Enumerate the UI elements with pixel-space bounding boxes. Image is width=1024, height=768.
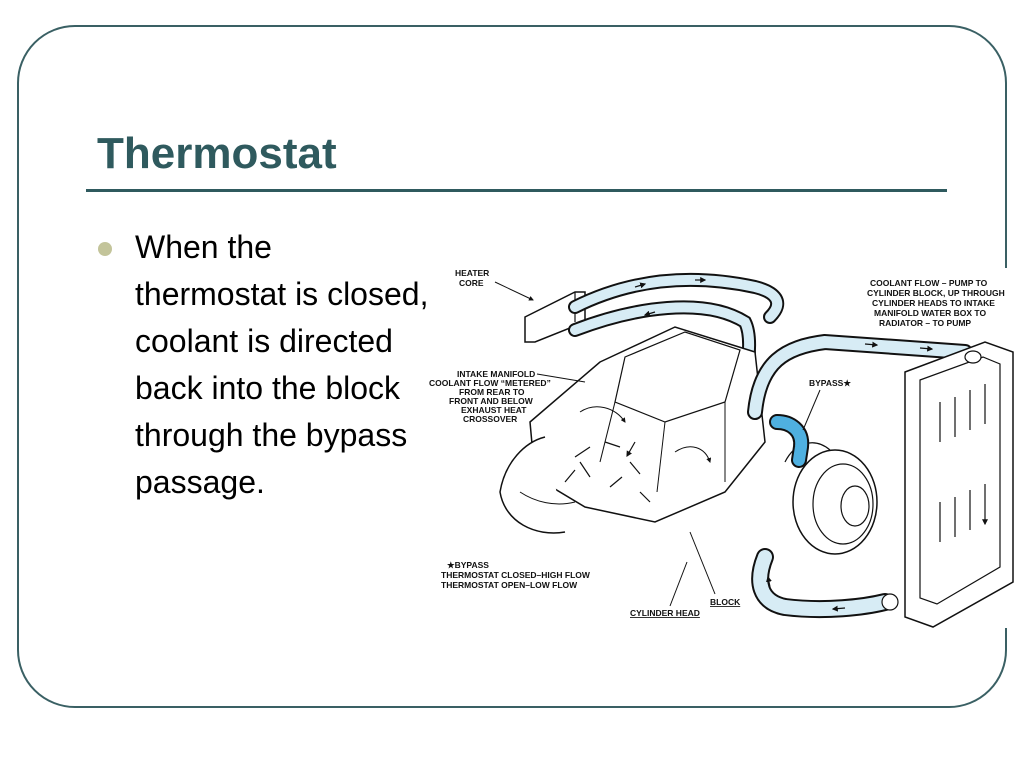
lower-radiator-hose [751, 548, 894, 619]
label-bypass-note: ★BYPASS THERMOSTAT CLOSED–HIGH FLOW THER… [441, 560, 591, 590]
title-underline [86, 189, 947, 192]
svg-text:★BYPASS: ★BYPASS [447, 560, 489, 570]
engine-cooling-diagram: HEATER CORE COOLANT FLOW – PUMP TO CYLIN… [429, 268, 1014, 628]
heater-hose-upper [568, 273, 785, 324]
label-heater-core: HEATER CORE [455, 268, 534, 301]
upper-radiator-hose [747, 333, 973, 420]
label-bypass: BYPASS★ [802, 378, 852, 431]
bypass-hose [769, 414, 810, 468]
svg-text:MANIFOLD WATER BOX TO: MANIFOLD WATER BOX TO [874, 308, 986, 318]
water-pump-pulley [784, 442, 878, 555]
svg-text:EXHAUST HEAT: EXHAUST HEAT [461, 405, 527, 415]
bullet-text: When the thermostat is closed, coolant i… [135, 229, 429, 500]
svg-text:FRONT AND BELOW: FRONT AND BELOW [449, 396, 534, 406]
label-coolant-flow: COOLANT FLOW – PUMP TO CYLINDER BLOCK, U… [867, 278, 1005, 328]
svg-text:CORE: CORE [459, 278, 484, 288]
svg-text:BYPASS★: BYPASS★ [809, 378, 852, 388]
svg-text:FROM REAR TO: FROM REAR TO [459, 387, 525, 397]
label-cylinder-head: CYLINDER HEAD [630, 561, 700, 618]
svg-text:THERMOSTAT OPEN–LOW FLOW: THERMOSTAT OPEN–LOW FLOW [441, 580, 578, 590]
svg-text:RADIATOR – TO PUMP: RADIATOR – TO PUMP [879, 318, 971, 328]
slide-title: Thermostat [97, 129, 337, 178]
engine-block [499, 326, 766, 534]
bullet-dot-icon [98, 242, 112, 256]
label-block: BLOCK [689, 531, 741, 607]
svg-text:THERMOSTAT CLOSED–HIGH FLOW: THERMOSTAT CLOSED–HIGH FLOW [441, 570, 591, 580]
svg-text:CYLINDER BLOCK, UP THROUGH: CYLINDER BLOCK, UP THROUGH [867, 288, 1005, 298]
svg-text:CYLINDER HEADS TO INTAKE: CYLINDER HEADS TO INTAKE [872, 298, 995, 308]
svg-text:CROSSOVER: CROSSOVER [463, 414, 517, 424]
svg-text:INTAKE MANIFOLD: INTAKE MANIFOLD [457, 369, 535, 379]
radiator [881, 341, 1014, 628]
label-intake-manifold: INTAKE MANIFOLD COOLANT FLOW “METERED” F… [429, 369, 586, 424]
svg-text:HEATER: HEATER [455, 268, 489, 278]
svg-text:COOLANT FLOW – PUMP TO: COOLANT FLOW – PUMP TO [870, 278, 988, 288]
svg-text:BLOCK: BLOCK [710, 597, 741, 607]
svg-text:COOLANT FLOW “METERED”: COOLANT FLOW “METERED” [429, 378, 551, 388]
svg-text:CYLINDER HEAD: CYLINDER HEAD [630, 608, 700, 618]
